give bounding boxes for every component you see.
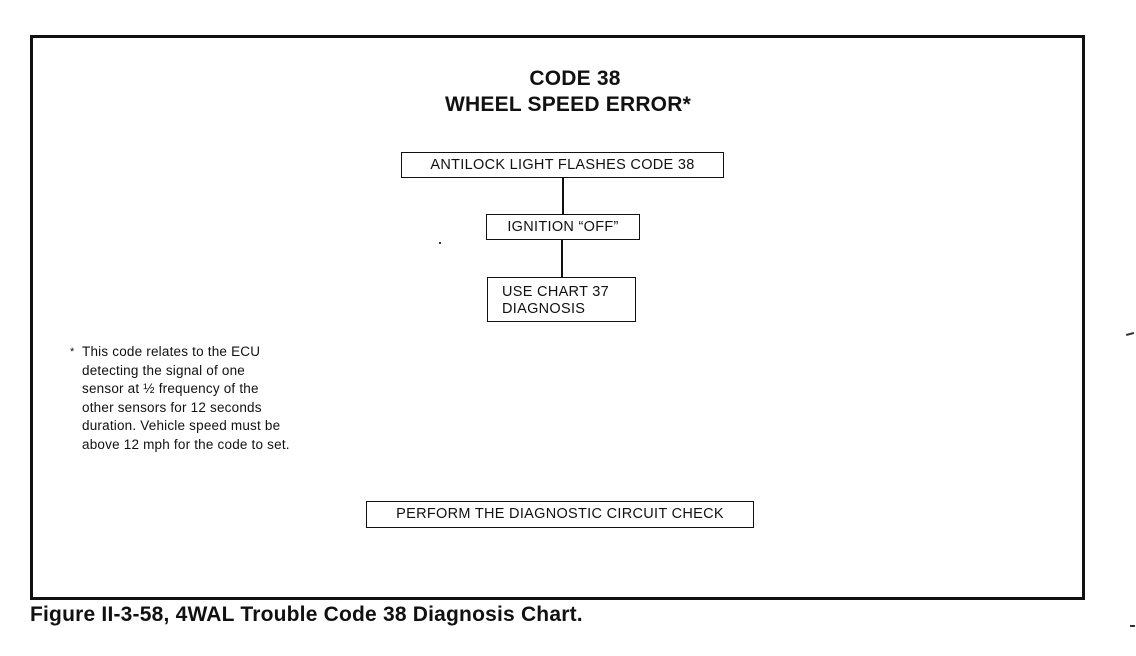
footnote-line: duration. Vehicle speed must be (82, 418, 281, 433)
scan-speck (1130, 625, 1135, 627)
chart-title-code: CODE 38 (529, 67, 621, 90)
diagram-frame (30, 35, 1085, 600)
step-ignition-off-box: IGNITION “OFF” (486, 214, 640, 240)
step-use-chart-label-line2: DIAGNOSIS (502, 301, 586, 317)
scan-speck (439, 242, 441, 244)
step-ignition-off-label: IGNITION “OFF” (507, 219, 619, 235)
connector-line (562, 178, 564, 214)
footnote-line: *This code relates to the ECU (70, 343, 290, 362)
figure-caption: Figure II-3-58, 4WAL Trouble Code 38 Dia… (30, 603, 583, 626)
step-use-chart-box: USE CHART 37 DIAGNOSIS (487, 277, 636, 322)
footnote-line: other sensors for 12 seconds (82, 399, 262, 415)
footnote-asterisk: * (70, 346, 75, 358)
footnote-line: sensor at ½ frequency of the (82, 381, 259, 396)
final-step-box: PERFORM THE DIAGNOSTIC CIRCUIT CHECK (366, 501, 754, 528)
step-use-chart-label-line1: USE CHART 37 (502, 284, 610, 300)
step-antilock-light-box: ANTILOCK LIGHT FLASHES CODE 38 (401, 152, 724, 178)
step-antilock-light-label: ANTILOCK LIGHT FLASHES CODE 38 (430, 157, 695, 173)
scan-speck (1125, 331, 1135, 336)
final-step-label: PERFORM THE DIAGNOSTIC CIRCUIT CHECK (396, 506, 724, 522)
footnote-line: detecting the signal of one (82, 362, 246, 378)
connector-line (561, 240, 563, 277)
chart-title-description: WHEEL SPEED ERROR* (445, 93, 691, 116)
footnote: *This code relates to the ECU detecting … (70, 343, 290, 454)
footnote-line: above 12 mph for the code to set. (82, 436, 290, 452)
